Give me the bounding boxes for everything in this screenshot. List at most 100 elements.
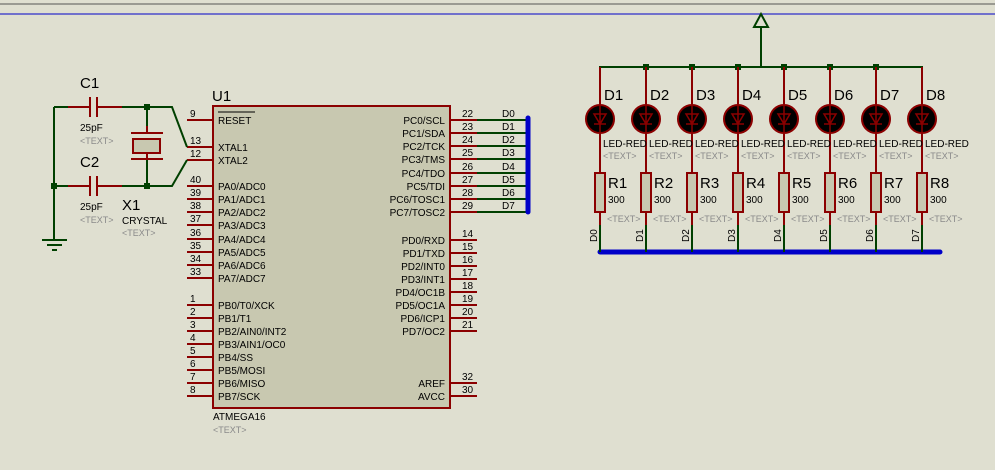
led-d7[interactable] xyxy=(861,67,891,173)
resistor-r4[interactable] xyxy=(732,172,744,252)
pin-number: 12 xyxy=(190,149,202,160)
resistor-ref: R1 xyxy=(608,175,627,192)
diode-icon xyxy=(730,104,746,134)
pin-label: XTAL1 xyxy=(218,143,248,154)
power-terminal[interactable] xyxy=(599,11,923,90)
resistor-text: <TEXT> xyxy=(607,214,641,224)
resistor-body[interactable] xyxy=(640,172,652,213)
capacitor-c2[interactable]: C2 25pF <TEXT> xyxy=(68,154,122,225)
net-label: D6 xyxy=(502,188,515,199)
capacitor-c1[interactable]: C1 25pF <TEXT> xyxy=(68,75,122,146)
led-d4[interactable] xyxy=(723,67,753,173)
pin-label: RESET xyxy=(218,116,251,127)
resistor-body[interactable] xyxy=(732,172,744,213)
resistor-body[interactable] xyxy=(778,172,790,213)
resistor-r1[interactable] xyxy=(594,172,606,252)
c1-text: <TEXT> xyxy=(80,136,114,146)
led-d6[interactable] xyxy=(815,67,845,173)
led-d2[interactable] xyxy=(631,67,661,173)
resistor-r8[interactable] xyxy=(916,172,928,252)
resistor-ref: R6 xyxy=(838,175,857,192)
resistor-text: <TEXT> xyxy=(929,214,963,224)
led-text: <TEXT> xyxy=(649,151,683,161)
led-d8[interactable] xyxy=(907,67,937,173)
pin-label: PB4/SS xyxy=(218,353,253,364)
led-ref: D4 xyxy=(742,87,761,104)
resistor-r6[interactable] xyxy=(824,172,836,252)
resistor-body[interactable] xyxy=(594,172,606,213)
resistor-r7[interactable] xyxy=(870,172,882,252)
pin-label: PB5/MOSI xyxy=(218,366,265,377)
diode-icon xyxy=(776,104,792,134)
resistor-body[interactable] xyxy=(824,172,836,213)
net-label: D3 xyxy=(502,148,515,159)
pin-label: PC0/SCL xyxy=(403,116,445,127)
pin-label: PB0/T0/XCK xyxy=(218,301,275,312)
led-ref: D7 xyxy=(880,87,899,104)
resistor-r5[interactable] xyxy=(778,172,790,252)
chip-body[interactable] xyxy=(212,105,451,409)
resistor-text: <TEXT> xyxy=(699,214,733,224)
resistor-ref: R2 xyxy=(654,175,673,192)
pin-number: 5 xyxy=(190,346,196,357)
led-part: LED-RED xyxy=(833,139,877,150)
led-text: <TEXT> xyxy=(741,151,775,161)
atmega16-chip[interactable]: U1 ATMEGA16 <TEXT> xyxy=(212,88,451,435)
pin-label: PD3/INT1 xyxy=(401,275,445,286)
resistor-r3[interactable] xyxy=(686,172,698,252)
resistor-r2[interactable] xyxy=(640,172,652,252)
resistor-ref: R3 xyxy=(700,175,719,192)
resistor-body[interactable] xyxy=(686,172,698,213)
resistor-body[interactable] xyxy=(870,172,882,213)
c1-value: 25pF xyxy=(80,123,103,134)
resistor-text: <TEXT> xyxy=(653,214,687,224)
led-d1[interactable] xyxy=(585,67,615,173)
net-label: D0 xyxy=(502,109,515,120)
led-d5[interactable] xyxy=(769,67,799,173)
led-ref: D3 xyxy=(696,87,715,104)
pin-number: 17 xyxy=(462,268,474,279)
led-d3[interactable] xyxy=(677,67,707,173)
resistor-body[interactable] xyxy=(916,172,928,213)
x1-text: <TEXT> xyxy=(122,228,156,238)
crystal-x1[interactable]: X1 CRYSTAL <TEXT> xyxy=(122,126,168,238)
